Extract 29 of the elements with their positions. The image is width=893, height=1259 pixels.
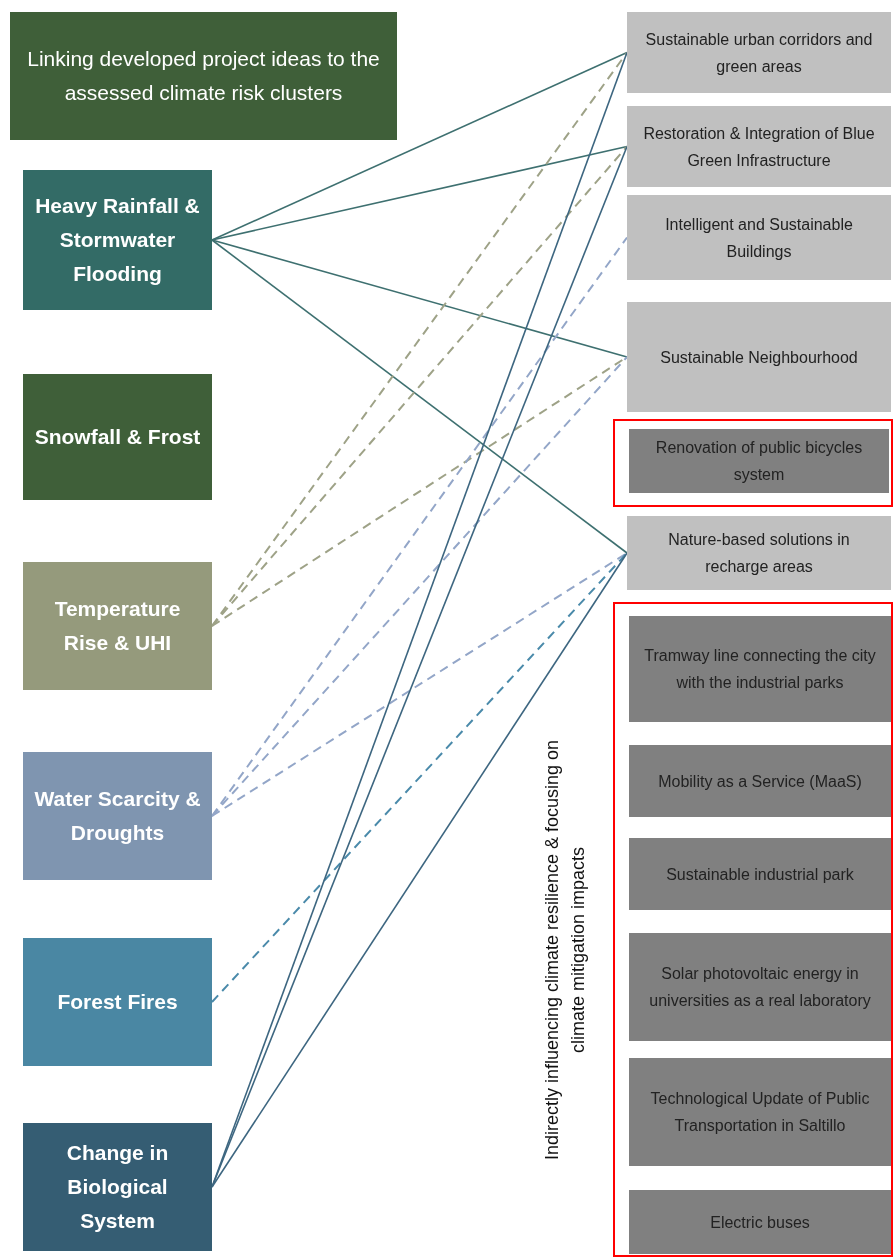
connector-line [211, 239, 628, 358]
project-box: Sustainable urban corridors and green areas [627, 12, 891, 93]
connector-line [211, 51, 628, 241]
project-box: Solar photovoltaic energy in universities as a real laboratory [629, 933, 891, 1041]
connector-line [211, 239, 628, 554]
project-box: Sustainable industrial park [629, 838, 891, 910]
project-box: Restoration & Integration of Blue Green Infrastructure [627, 106, 891, 187]
project-box: Tramway line connecting the city with the industrial parks [629, 616, 891, 722]
risk-cluster-box: Change in Biological System [23, 1123, 212, 1251]
connector-line [211, 552, 628, 817]
connector-line [211, 552, 628, 1188]
connector-line [211, 552, 628, 1003]
risk-cluster-box: Heavy Rainfall & Stormwater Flooding [23, 170, 212, 310]
project-box: Sustainable Neighbourhood [627, 302, 891, 412]
rotated-note: Indirectly influencing climate resilience & focusing on climate mitigation impacts [541, 738, 589, 1163]
group-frame [613, 419, 893, 507]
project-box: Nature-based solutions in recharge areas [627, 516, 891, 590]
project-box: Technological Update of Public Transportation in Saltillo [629, 1058, 891, 1166]
project-box: Mobility as a Service (MaaS) [629, 745, 891, 817]
risk-cluster-box: Temperature Rise & UHI [23, 562, 212, 690]
connector-line [211, 145, 628, 241]
group-frame [613, 602, 893, 1257]
project-box: Intelligent and Sustainable Buildings [627, 195, 891, 280]
title-box: Linking developed project ideas to the assessed climate risk clusters [10, 12, 397, 140]
risk-cluster-box: Forest Fires [23, 938, 212, 1066]
risk-cluster-box: Water Scarcity & Droughts [23, 752, 212, 880]
project-box: Renovation of public bicycles system [629, 429, 889, 493]
project-box: Electric buses [629, 1190, 891, 1254]
risk-cluster-box: Snowfall & Frost [23, 374, 212, 500]
